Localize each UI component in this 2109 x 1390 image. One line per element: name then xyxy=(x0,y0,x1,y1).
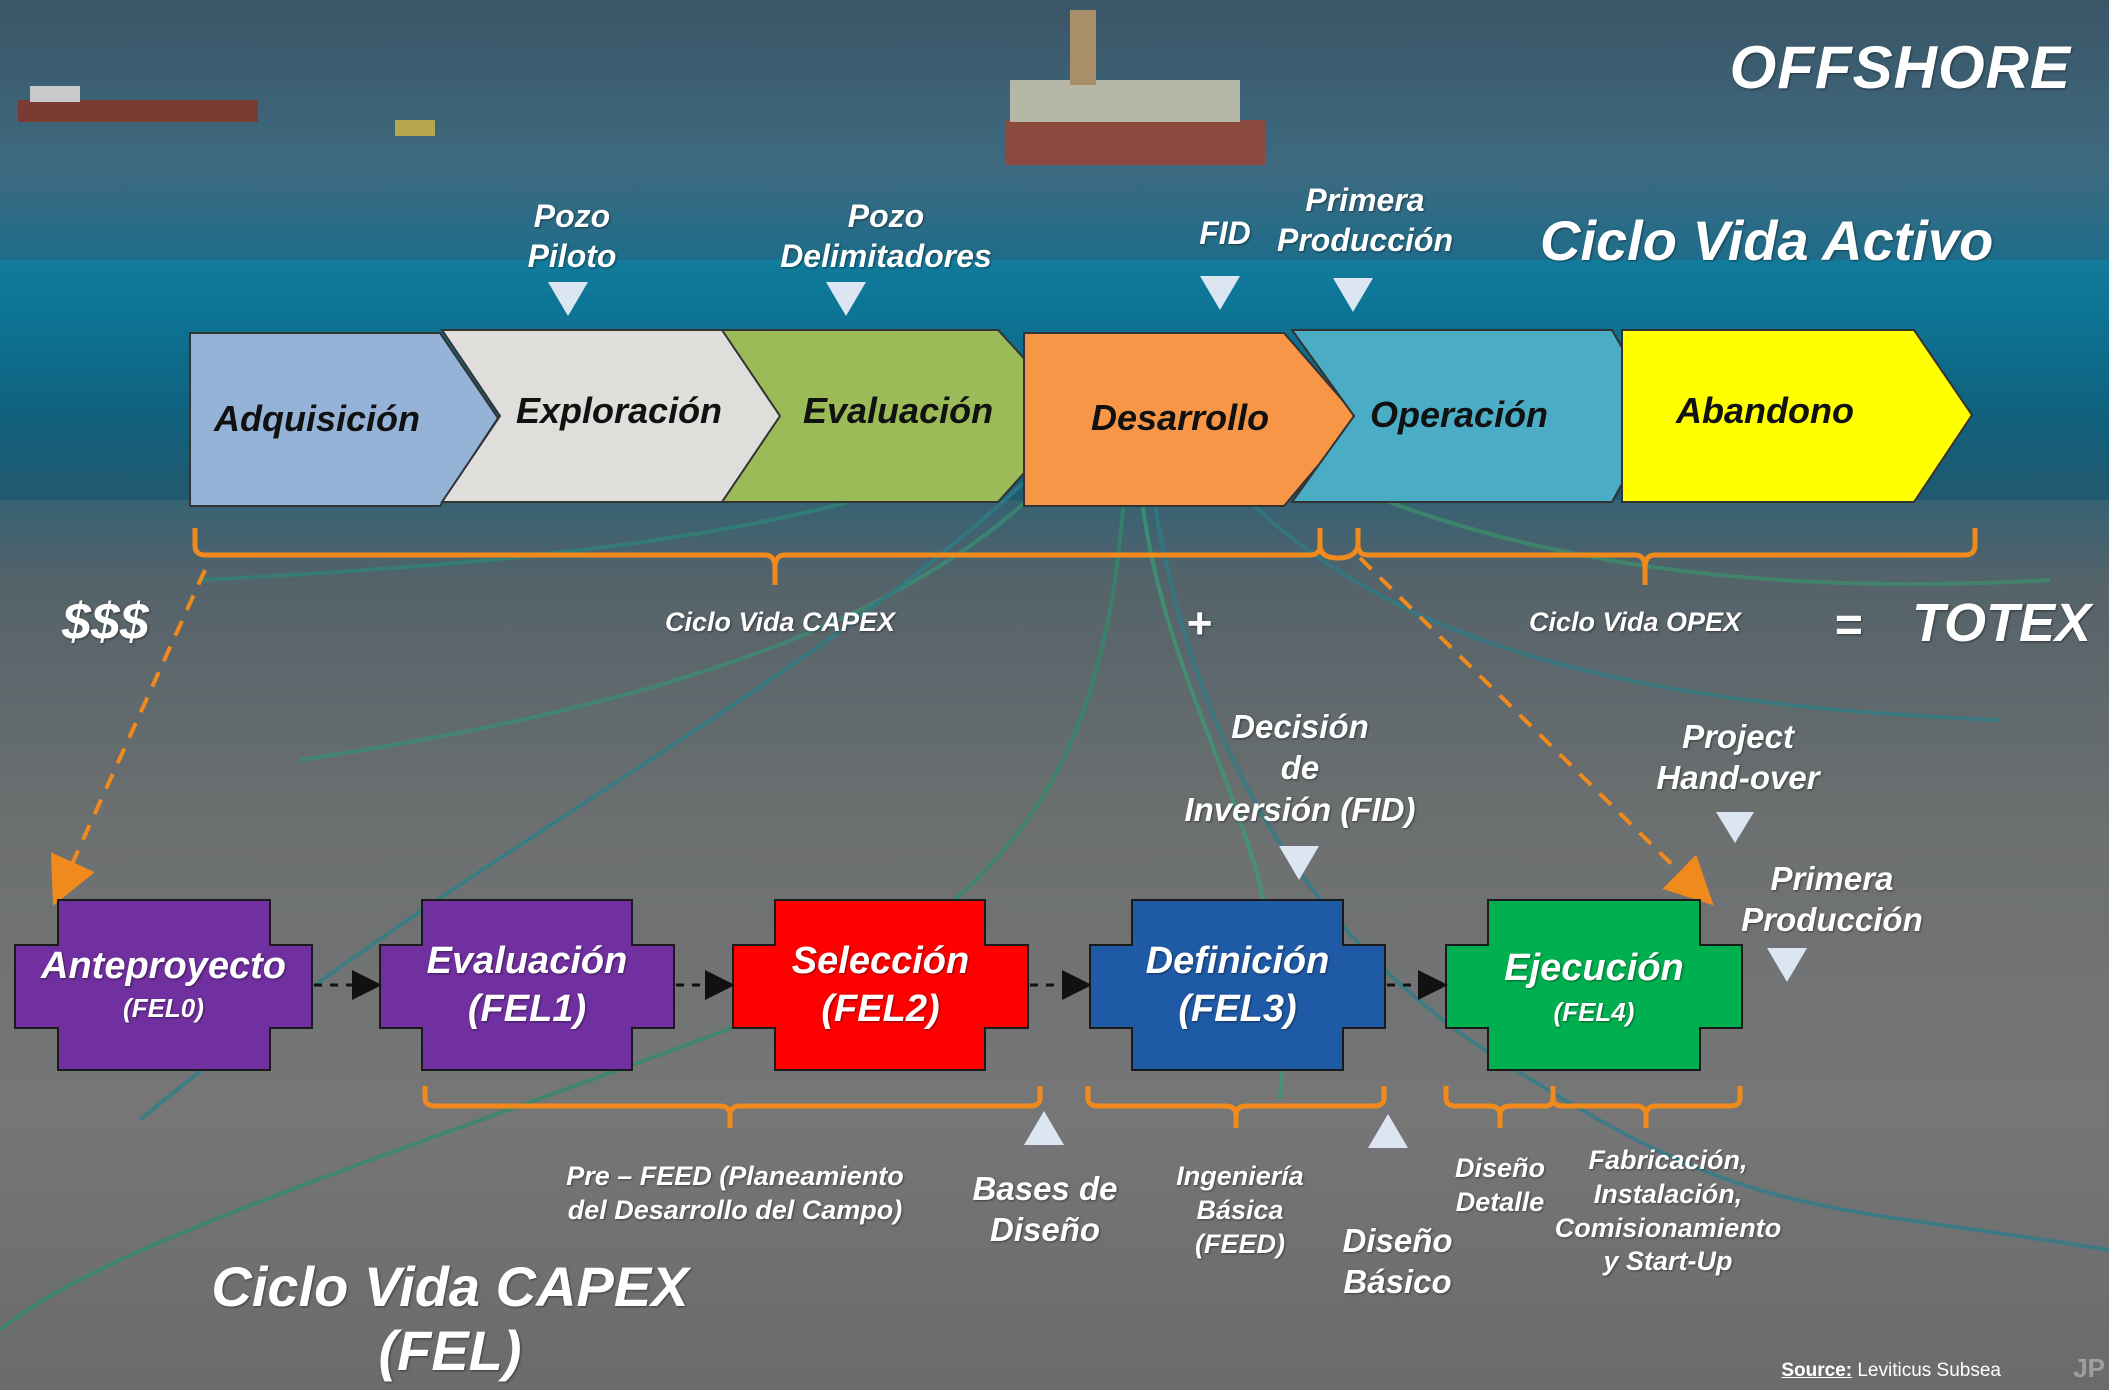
ciclo-vida-activo-title: Ciclo Vida Activo xyxy=(1540,209,1994,272)
label-pozo-piloto: Pozo Piloto xyxy=(527,198,617,274)
bracket-junction xyxy=(1317,544,1361,561)
ship-left xyxy=(18,86,258,122)
bracket-ingenieria-basica xyxy=(1085,1086,1387,1128)
phase-abandono: Abandono xyxy=(1676,390,1854,431)
phase-adquisicion: Adquisición xyxy=(214,398,420,439)
fel1-shape xyxy=(379,899,675,1071)
label-diseno-detalle: Diseño Detalle xyxy=(1454,1153,1546,1217)
fel2-name: Selección xyxy=(791,940,970,982)
label-pre-feed: Pre – FEED (Planeamiento del Desarrollo … xyxy=(566,1161,904,1225)
phase-exploracion: Exploración xyxy=(516,390,723,431)
plus-sign: + xyxy=(1186,599,1212,648)
arrow-opex-to-handover xyxy=(1358,556,1714,906)
capex-life-cycle-label: Ciclo Vida CAPEX xyxy=(664,607,896,637)
label-primera-produccion-fel: Primera Producción xyxy=(1741,860,1923,939)
label-pozo-delimitadores: Pozo Delimitadores xyxy=(780,198,992,274)
bracket-diseno-detalle xyxy=(1443,1086,1556,1128)
fel2-code: (FEL2) xyxy=(821,988,940,1030)
fpso-vessel xyxy=(1005,10,1265,165)
marker-pozo-delimitadores xyxy=(826,282,866,316)
ciclo-vida-capex-fel-title: Ciclo Vida CAPEX (FEL) xyxy=(211,1255,689,1383)
bracket-opex-top xyxy=(1355,528,1978,585)
fel1-code: (FEL1) xyxy=(467,988,587,1030)
watermark: JP xyxy=(2073,1353,2105,1383)
offshore-title: OFFSHORE xyxy=(1729,34,2071,101)
label-bases-diseno: Bases de Diseño xyxy=(972,1170,1118,1249)
marker-fid-top xyxy=(1200,276,1240,310)
marker-pozo-piloto xyxy=(548,282,588,316)
marker-bases-diseno xyxy=(1024,1111,1064,1145)
marker-primera-produccion-fel xyxy=(1767,948,1807,982)
bracket-pre-feed xyxy=(422,1086,1043,1128)
label-primera-produccion-top: Primera Producción xyxy=(1276,182,1453,258)
equals-sign: = xyxy=(1834,599,1863,652)
fel4-name: Ejecución xyxy=(1504,947,1684,989)
fel4-code: (FEL4) xyxy=(1553,997,1635,1027)
fel0-shape xyxy=(14,899,313,1071)
fel0-code: (FEL0) xyxy=(123,993,204,1023)
marker-primera-produccion-top xyxy=(1333,278,1373,312)
phase-operacion: Operación xyxy=(1370,394,1549,435)
bracket-capex-top xyxy=(192,528,1323,585)
chevron-evaluacion xyxy=(720,329,1078,503)
money-symbol: $$$ xyxy=(62,593,149,651)
label-project-handover: Project Hand-over xyxy=(1656,718,1820,797)
source-credit: Source: Leviticus Subsea xyxy=(1781,1360,2001,1382)
fel4-shape xyxy=(1445,899,1743,1071)
fel3-name: Definición xyxy=(1145,940,1330,982)
label-diseno-basico: Diseño Básico xyxy=(1342,1222,1453,1301)
chevron-abandono xyxy=(1621,329,1974,503)
marker-diseno-basico xyxy=(1368,1114,1408,1148)
fel2-shape xyxy=(732,899,1029,1071)
chevron-operacion xyxy=(1290,329,1662,503)
fel3-code: (FEL3) xyxy=(1178,988,1297,1030)
label-fid-top: FID xyxy=(1199,215,1251,251)
label-fabricacion: Fabricación, Instalación, Comisionamient… xyxy=(1554,1145,1782,1277)
totex-label: TOTEX xyxy=(1912,593,2092,653)
marker-handover xyxy=(1716,812,1754,843)
source-text: Leviticus Subsea xyxy=(1852,1360,2001,1381)
label-ingenieria-basica: Ingeniería Básica (FEED) xyxy=(1176,1161,1304,1259)
label-fid-fel: Decisión de Inversión (FID) xyxy=(1184,708,1416,828)
fel1-name: Evaluación xyxy=(426,940,628,982)
fel3-shape xyxy=(1089,899,1386,1071)
bracket-fabricacion xyxy=(1550,1086,1743,1128)
opex-life-cycle-label: Ciclo Vida OPEX xyxy=(1528,607,1742,637)
phase-desarrollo: Desarrollo xyxy=(1091,397,1270,438)
arrow-capex-to-fel xyxy=(50,569,207,906)
phase-evaluacion: Evaluación xyxy=(803,390,994,431)
fel0-name: Anteproyecto xyxy=(41,945,286,987)
marker-fid-fel xyxy=(1279,846,1319,880)
source-label: Source: xyxy=(1781,1360,1853,1381)
buoy xyxy=(395,120,435,136)
